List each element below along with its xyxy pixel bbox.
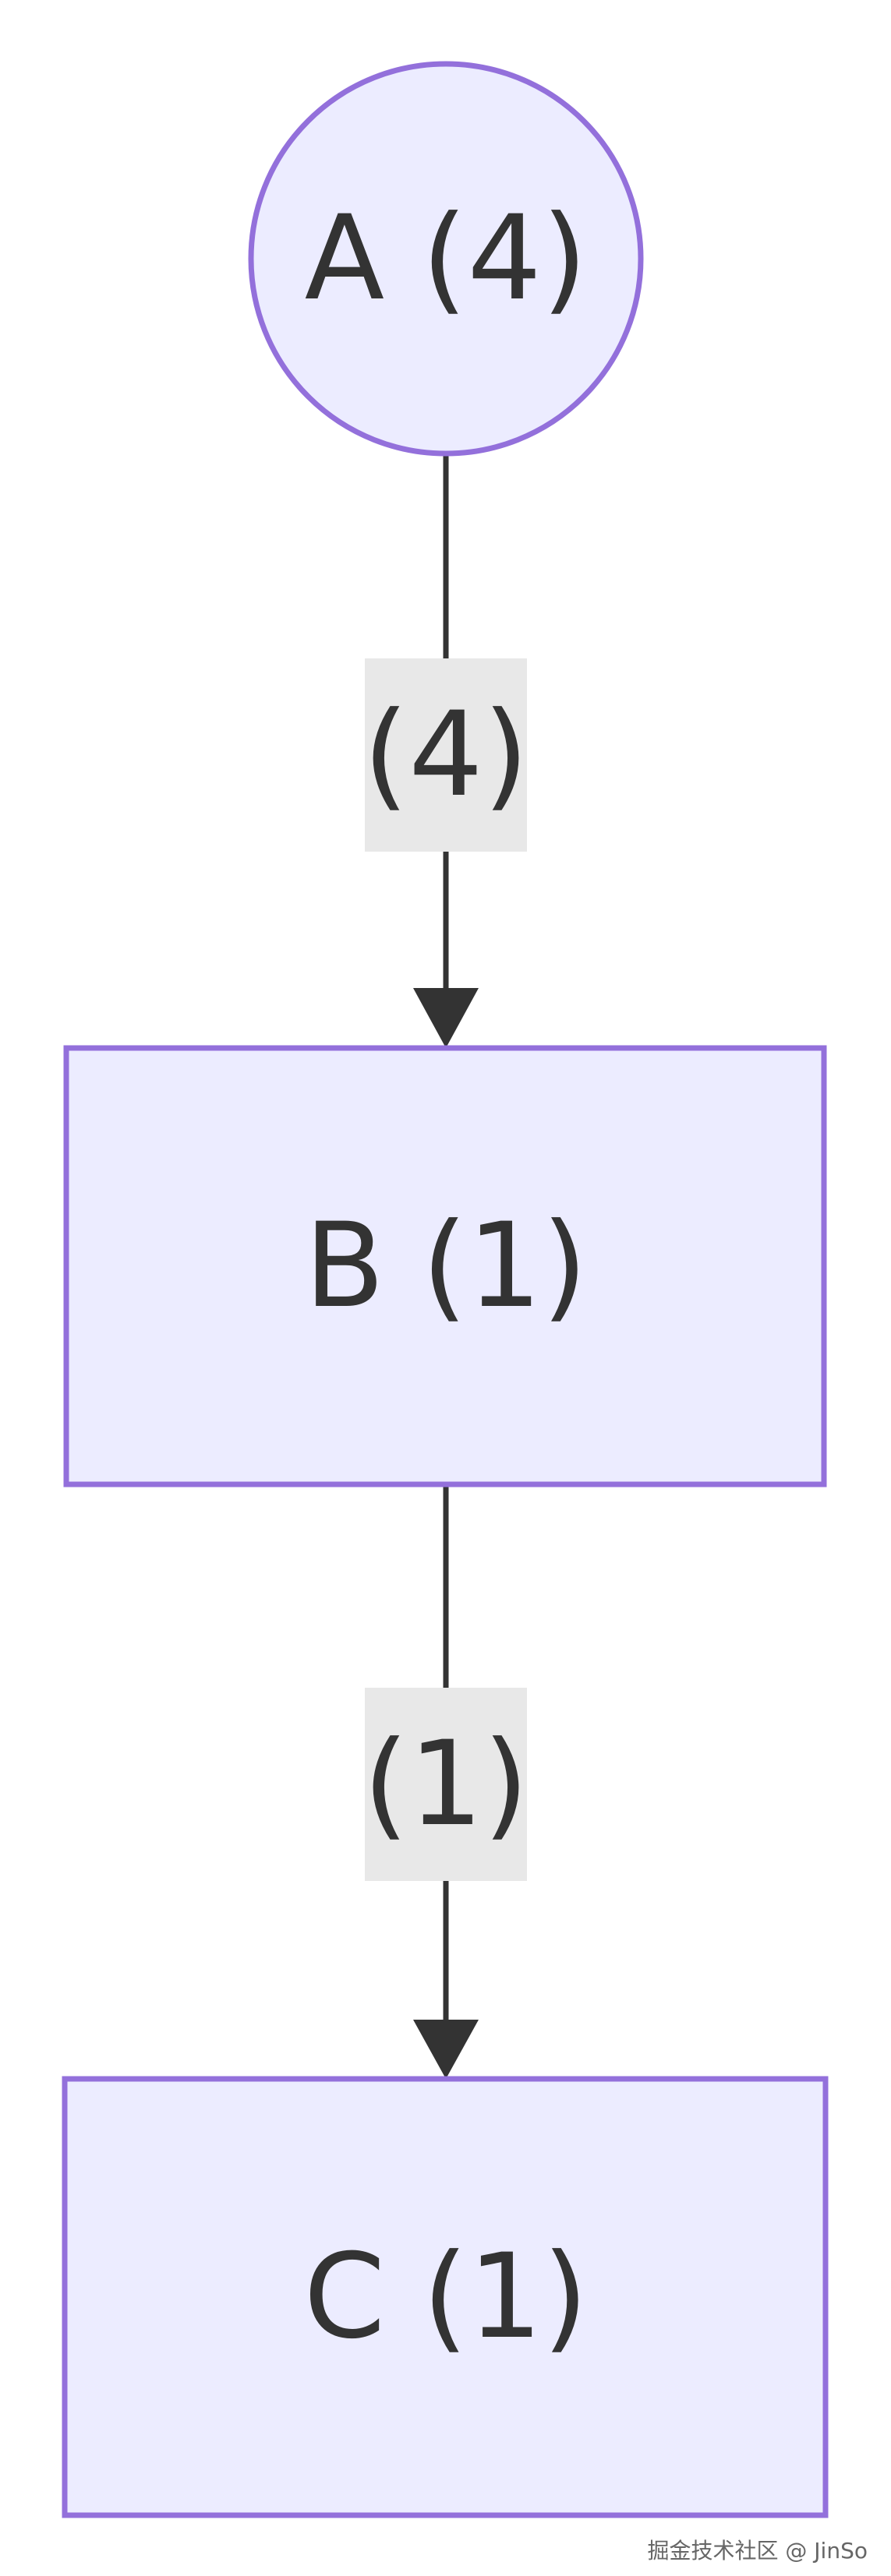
edge-b-to-c: (1): [363, 1486, 529, 2079]
edge-a-to-b-arrow-head: [413, 988, 479, 1048]
node-a-circle: [248, 61, 644, 457]
node-c: C (1): [62, 2076, 829, 2518]
edge-a-to-b-label: (4): [363, 687, 529, 823]
node-b-label: B (1): [304, 1198, 587, 1334]
edge-a-to-b: (4): [363, 455, 529, 1048]
watermark-text: 掘金技术社区 @ JinSo: [647, 2538, 868, 2564]
edge-b-to-c-label-background: [365, 1688, 527, 1881]
edge-b-to-c-arrow-head: [413, 2020, 479, 2079]
edge-b-to-c-label: (1): [363, 1717, 529, 1852]
node-b-box: [63, 1045, 827, 1487]
node-c-box: [62, 2076, 829, 2518]
node-c-label: C (1): [304, 2229, 589, 2365]
node-a-label: A (4): [305, 191, 588, 326]
node-b: B (1): [63, 1045, 827, 1487]
node-a: A (4): [248, 61, 644, 457]
edge-a-to-b-label-background: [365, 658, 527, 852]
